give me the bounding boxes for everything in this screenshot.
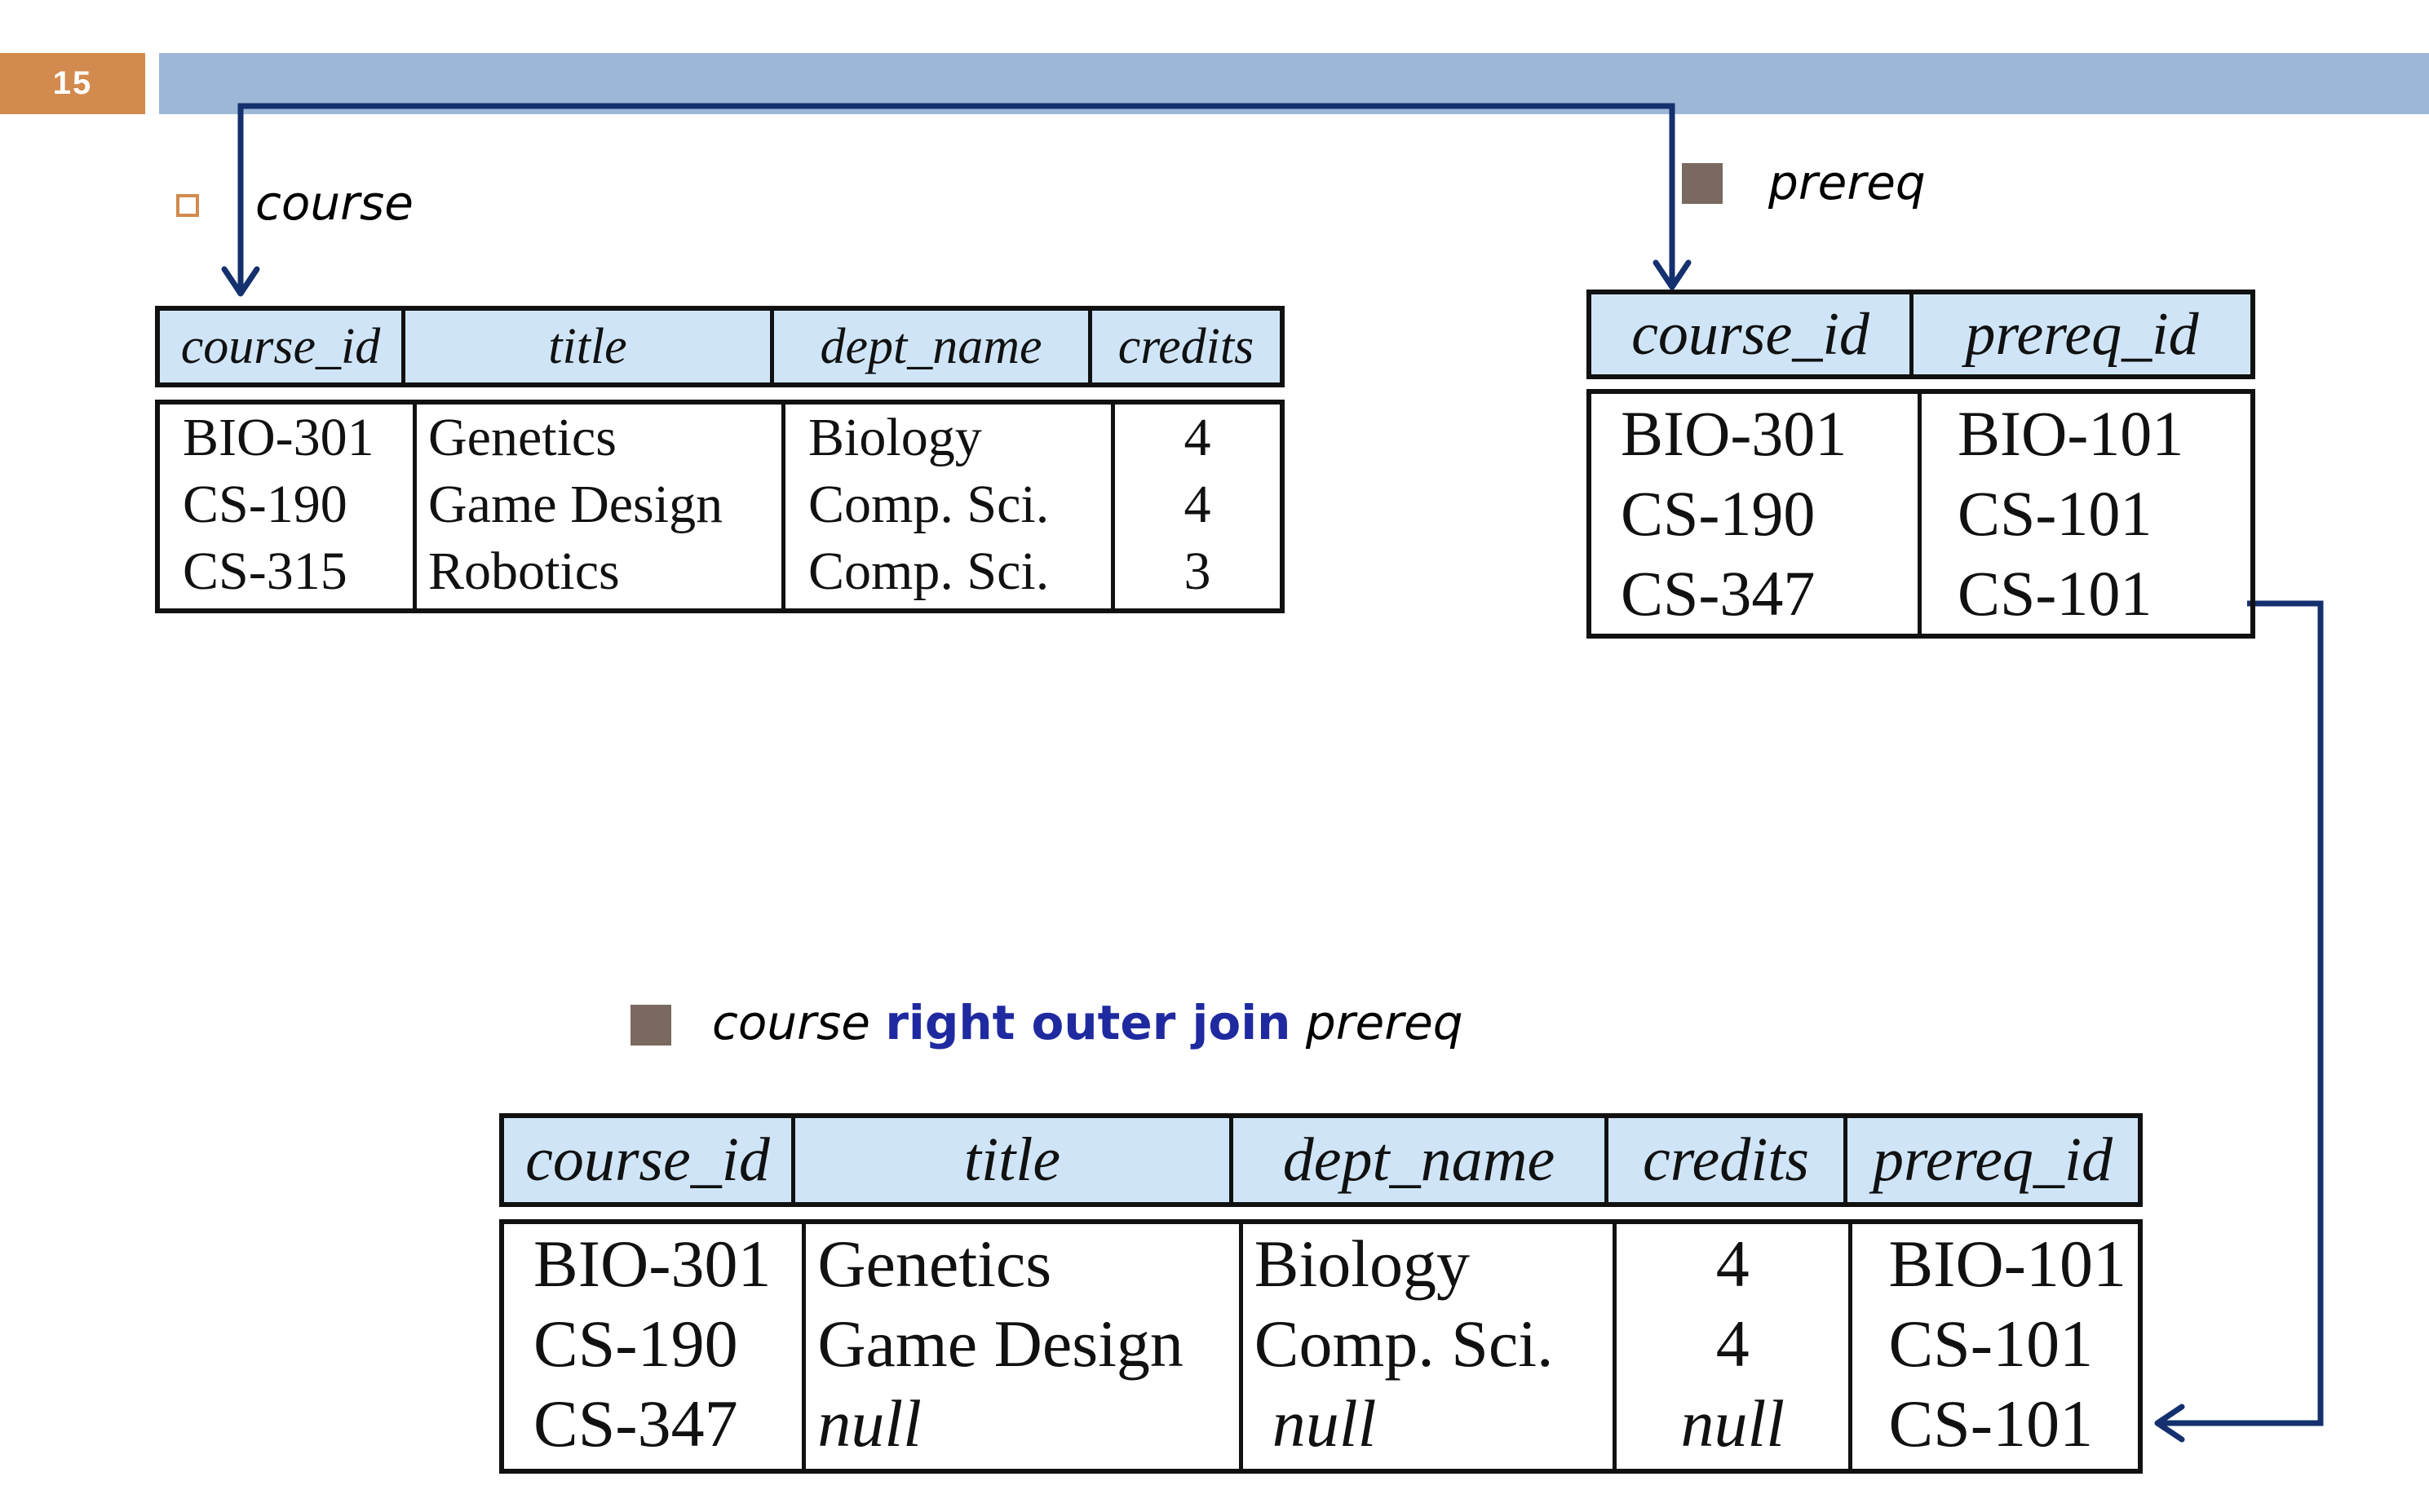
- table-cell: CS-347: [533, 1386, 738, 1461]
- table-cell: CS-190: [183, 475, 347, 534]
- table-cell: CS-101: [1888, 1386, 2094, 1461]
- table-cell: null: [1680, 1386, 1785, 1461]
- column-header: credits: [1606, 1116, 1847, 1205]
- table-cell: 4: [1715, 1227, 1750, 1301]
- arrow-to-join-result: [2157, 600, 2324, 1426]
- column-header: title: [793, 1116, 1233, 1205]
- table-cell: 4: [1184, 408, 1211, 467]
- column-header: dept_name: [772, 308, 1092, 385]
- column-header: credits: [1117, 318, 1254, 374]
- column-header: title: [403, 308, 774, 385]
- column-header: course_id: [502, 1116, 795, 1205]
- table-cell: Comp. Sci.: [808, 542, 1050, 601]
- arrowhead-course-icon: [221, 266, 260, 297]
- table-cell: CS-190: [533, 1306, 738, 1381]
- table-cell: CS-101: [1958, 558, 2152, 629]
- table-cell: Biology: [1254, 1227, 1471, 1301]
- arrowhead-prereq-icon: [1653, 259, 1692, 290]
- slide-number: 15: [0, 53, 145, 114]
- table-cell: CS-190: [1621, 478, 1816, 549]
- course-table: course_id title dept_name credits BIO-30…: [155, 306, 1285, 613]
- table-cell: BIO-301: [1621, 398, 1847, 469]
- table-cell: BIO-101: [1888, 1227, 2126, 1301]
- table-cell: Game Design: [428, 475, 723, 534]
- join-result-table: course_id title dept_name credits prereq…: [499, 1113, 2143, 1474]
- table-cell: 3: [1184, 542, 1211, 601]
- column-header: prereq_id: [1872, 1125, 2113, 1194]
- table-cell: null: [817, 1386, 922, 1461]
- table-cell: BIO-301: [183, 408, 374, 467]
- table-cell: Comp. Sci.: [808, 475, 1050, 534]
- table-cell: Robotics: [428, 542, 620, 601]
- column-header: prereq_id: [1965, 300, 2199, 368]
- join-label: course right outer join prereq: [712, 995, 1463, 1050]
- table-cell: CS-101: [1888, 1306, 2094, 1381]
- arrowhead-join-icon: [2154, 1404, 2185, 1443]
- table-cell: CS-347: [1621, 558, 1816, 629]
- table-cell: Genetics: [428, 408, 617, 467]
- course-label: course: [255, 175, 414, 231]
- column-header: course_id: [1589, 292, 1914, 377]
- join-table-header: course_id title dept_name credits prereq…: [499, 1113, 2143, 1207]
- column-header: dept_name: [1231, 1116, 1608, 1205]
- column-header: course_id: [157, 308, 405, 385]
- table-cell: Genetics: [817, 1227, 1052, 1301]
- table-cell: BIO-301: [533, 1227, 772, 1301]
- table-cell: null: [1272, 1386, 1377, 1461]
- join-label-right: prereq: [1305, 995, 1463, 1050]
- table-cell: 4: [1184, 475, 1211, 534]
- table-cell: Game Design: [817, 1306, 1184, 1381]
- table-cell: BIO-101: [1958, 398, 2184, 469]
- join-keyword: right outer join: [885, 995, 1291, 1050]
- arrow-to-course-table: [237, 103, 1675, 294]
- table-cell: Comp. Sci.: [1254, 1306, 1554, 1381]
- course-table-header: course_id title dept_name credits: [155, 306, 1285, 387]
- solid-square-bullet-icon: [630, 1005, 671, 1046]
- table-cell: CS-315: [183, 542, 347, 601]
- prereq-table-header: course_id prereq_id: [1586, 290, 2255, 379]
- solid-square-bullet-icon: [1682, 163, 1723, 204]
- table-cell: 4: [1715, 1306, 1750, 1381]
- prereq-label: prereq: [1768, 155, 1926, 210]
- table-cell: Biology: [808, 408, 982, 467]
- table-cell: CS-101: [1958, 478, 2152, 549]
- hollow-square-bullet-icon: [176, 194, 199, 217]
- join-label-left: course: [712, 995, 870, 1050]
